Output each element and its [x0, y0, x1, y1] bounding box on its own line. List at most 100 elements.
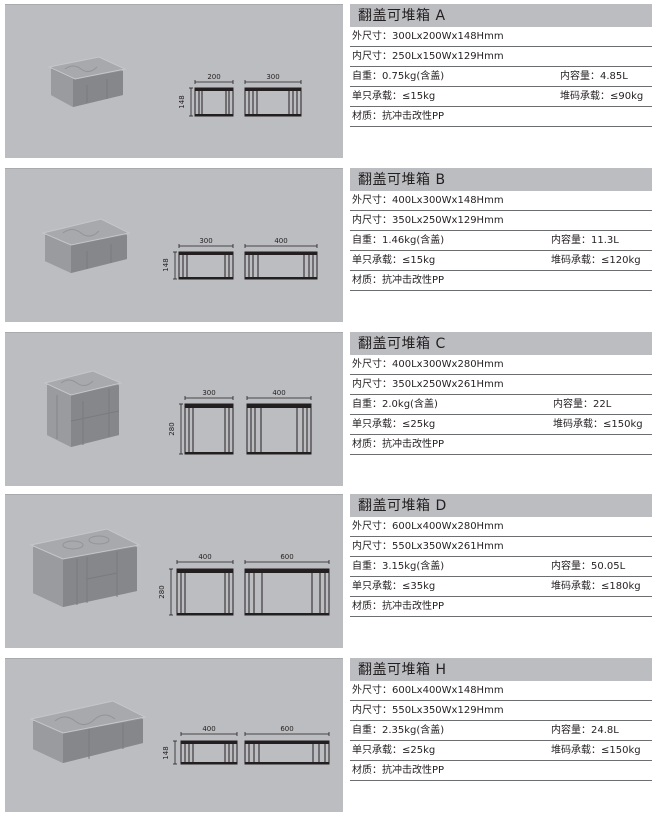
- outer-dimension-row: 外尺寸：600Lx400Wx280Hmm: [350, 517, 652, 537]
- inner-dimension-row: 内尺寸：550Lx350Wx261Hmm: [350, 537, 652, 557]
- outer-dimension: 外尺寸：600Lx400Wx280Hmm: [352, 521, 504, 532]
- inner-dimension: 内尺寸：550Lx350Wx129Hmm: [352, 705, 504, 716]
- weight: 自重：2.0kg(含盖): [352, 399, 438, 410]
- stackable-box-photo: [41, 218, 131, 273]
- height-dimension-label: 148: [162, 258, 170, 271]
- material-row: 材质：抗冲击改性PP: [350, 761, 652, 781]
- weight-volume-row: 自重：0.75kg(含盖) 内容量：4.85L: [350, 67, 652, 87]
- product-title: 翻盖可堆箱 D: [350, 494, 652, 517]
- volume: 内容量：11.3L: [551, 235, 619, 246]
- height-dimension-label: 148: [178, 95, 186, 108]
- outer-dimension: 外尺寸：400Lx300Wx148Hmm: [352, 195, 504, 206]
- inner-dimension-row: 内尺寸：350Lx250Wx129Hmm: [350, 211, 652, 231]
- spec-table: 翻盖可堆箱 B 外尺寸：400Lx300Wx148Hmm 内尺寸：350Lx25…: [350, 168, 652, 291]
- volume: 内容量：22L: [553, 399, 612, 410]
- product-image-panel: 400 600 148: [5, 658, 343, 812]
- length-dimension-label: 400: [272, 389, 285, 397]
- material-row: 材质：抗冲击改性PP: [350, 271, 652, 291]
- load-row: 单只承载：≤25kg 堆码承载：≤150kg: [350, 415, 652, 435]
- height-dimension-label: 280: [158, 585, 166, 598]
- volume: 内容量：50.05L: [551, 561, 626, 572]
- outer-dimension-row: 外尺寸：400Lx300Wx148Hmm: [350, 191, 652, 211]
- weight-volume-row: 自重：2.0kg(含盖) 内容量：22L: [350, 395, 652, 415]
- load-row: 单只承载：≤15kg 堆码承载：≤120kg: [350, 251, 652, 271]
- height-dimension-label: 280: [168, 422, 176, 435]
- length-dimension-label: 600: [280, 725, 293, 733]
- single-load: 单只承载：≤15kg: [352, 91, 436, 102]
- length-dimension-label: 600: [280, 553, 293, 561]
- outer-dimension-row: 外尺寸：600Lx400Wx148Hmm: [350, 681, 652, 701]
- inner-dimension-row: 内尺寸：250Lx150Wx129Hmm: [350, 47, 652, 67]
- width-dimension-label: 300: [199, 237, 212, 245]
- outer-dimension: 外尺寸：400Lx300Wx280Hmm: [352, 359, 504, 370]
- weight: 自重：1.46kg(含盖): [352, 235, 445, 246]
- product-card-c: 300 400 280 翻盖可堆箱 C 外尺寸：400Lx300Wx280Hmm…: [0, 328, 659, 488]
- material: 材质：抗冲击改性PP: [352, 601, 445, 612]
- outer-dimension: 外尺寸：600Lx400Wx148Hmm: [352, 685, 504, 696]
- width-dimension-label: 400: [198, 553, 211, 561]
- weight: 自重：2.35kg(含盖): [352, 725, 445, 736]
- single-load: 单只承载：≤15kg: [352, 255, 436, 266]
- weight-volume-row: 自重：3.15kg(含盖) 内容量：50.05L: [350, 557, 652, 577]
- material-row: 材质：抗冲击改性PP: [350, 107, 652, 127]
- material: 材质：抗冲击改性PP: [352, 111, 445, 122]
- material: 材质：抗冲击改性PP: [352, 765, 445, 776]
- single-load: 单只承载：≤25kg: [352, 419, 436, 430]
- stackable-box-photo: [47, 56, 127, 107]
- product-card-h: 400 600 148 翻盖可堆箱 H 外尺寸：600Lx400Wx148Hmm…: [0, 654, 659, 814]
- outer-dimension-row: 外尺寸：400Lx300Wx280Hmm: [350, 355, 652, 375]
- weight-volume-row: 自重：1.46kg(含盖) 内容量：11.3L: [350, 231, 652, 251]
- stackable-box-photo: [43, 370, 123, 447]
- stack-load: 堆码承载：≤150kg: [553, 419, 643, 430]
- single-load: 单只承载：≤25kg: [352, 745, 436, 756]
- stack-load: 堆码承载：≤120kg: [551, 255, 641, 266]
- load-row: 单只承载：≤15kg 堆码承载：≤90kg: [350, 87, 652, 107]
- length-dimension-label: 400: [274, 237, 287, 245]
- product-title: 翻盖可堆箱 B: [350, 168, 652, 191]
- product-title: 翻盖可堆箱 H: [350, 658, 652, 681]
- product-card-d: 400 600 280 翻盖可堆箱 D 外尺寸：600Lx400Wx280Hmm…: [0, 490, 659, 650]
- product-image-panel: 300 400 280: [5, 332, 343, 486]
- product-image-panel: 200 300 148: [5, 4, 343, 158]
- width-dimension-label: 300: [202, 389, 215, 397]
- spec-table: 翻盖可堆箱 A 外尺寸：300Lx200Wx148Hmm 内尺寸：250Lx15…: [350, 4, 652, 127]
- technical-drawing: 200 300 148: [178, 73, 302, 117]
- material-row: 材质：抗冲击改性PP: [350, 435, 652, 455]
- outer-dimension: 外尺寸：300Lx200Wx148Hmm: [352, 31, 504, 42]
- volume: 内容量：24.8L: [551, 725, 619, 736]
- inner-dimension-row: 内尺寸：550Lx350Wx129Hmm: [350, 701, 652, 721]
- stackable-box-photo: [29, 700, 147, 763]
- product-card-b: 300 400 148 翻盖可堆箱 B 外尺寸：400Lx300Wx148Hmm…: [0, 164, 659, 324]
- inner-dimension: 内尺寸：350Lx250Wx261Hmm: [352, 379, 504, 390]
- weight-volume-row: 自重：2.35kg(含盖) 内容量：24.8L: [350, 721, 652, 741]
- weight: 自重：0.75kg(含盖): [352, 71, 445, 82]
- load-row: 单只承载：≤35kg 堆码承载：≤180kg: [350, 577, 652, 597]
- stackable-box-photo: [29, 528, 141, 607]
- material: 材质：抗冲击改性PP: [352, 275, 445, 286]
- technical-drawing: 400 600 148: [162, 725, 330, 765]
- technical-drawing: 400 600 280: [158, 553, 330, 616]
- volume: 内容量：4.85L: [560, 71, 628, 82]
- outer-dimension-row: 外尺寸：300Lx200Wx148Hmm: [350, 27, 652, 47]
- product-title: 翻盖可堆箱 A: [350, 4, 652, 27]
- width-dimension-label: 400: [202, 725, 215, 733]
- width-dimension-label: 200: [207, 73, 220, 81]
- stack-load: 堆码承载：≤90kg: [560, 91, 644, 102]
- inner-dimension-row: 内尺寸：350Lx250Wx261Hmm: [350, 375, 652, 395]
- inner-dimension: 内尺寸：550Lx350Wx261Hmm: [352, 541, 504, 552]
- length-dimension-label: 300: [266, 73, 279, 81]
- product-card-a: 200 300 148 翻盖可堆箱 A 外尺寸：300Lx200Wx148Hmm…: [0, 0, 659, 160]
- material: 材质：抗冲击改性PP: [352, 439, 445, 450]
- single-load: 单只承载：≤35kg: [352, 581, 436, 592]
- height-dimension-label: 148: [162, 746, 170, 759]
- product-image-panel: 400 600 280: [5, 494, 343, 648]
- spec-table: 翻盖可堆箱 D 外尺寸：600Lx400Wx280Hmm 内尺寸：550Lx35…: [350, 494, 652, 617]
- technical-drawing: 300 400 280: [168, 389, 312, 455]
- stack-load: 堆码承载：≤180kg: [551, 581, 641, 592]
- spec-table: 翻盖可堆箱 H 外尺寸：600Lx400Wx148Hmm 内尺寸：550Lx35…: [350, 658, 652, 781]
- product-image-panel: 300 400 148: [5, 168, 343, 322]
- technical-drawing: 300 400 148: [162, 237, 318, 280]
- inner-dimension: 内尺寸：350Lx250Wx129Hmm: [352, 215, 504, 226]
- weight: 自重：3.15kg(含盖): [352, 561, 445, 572]
